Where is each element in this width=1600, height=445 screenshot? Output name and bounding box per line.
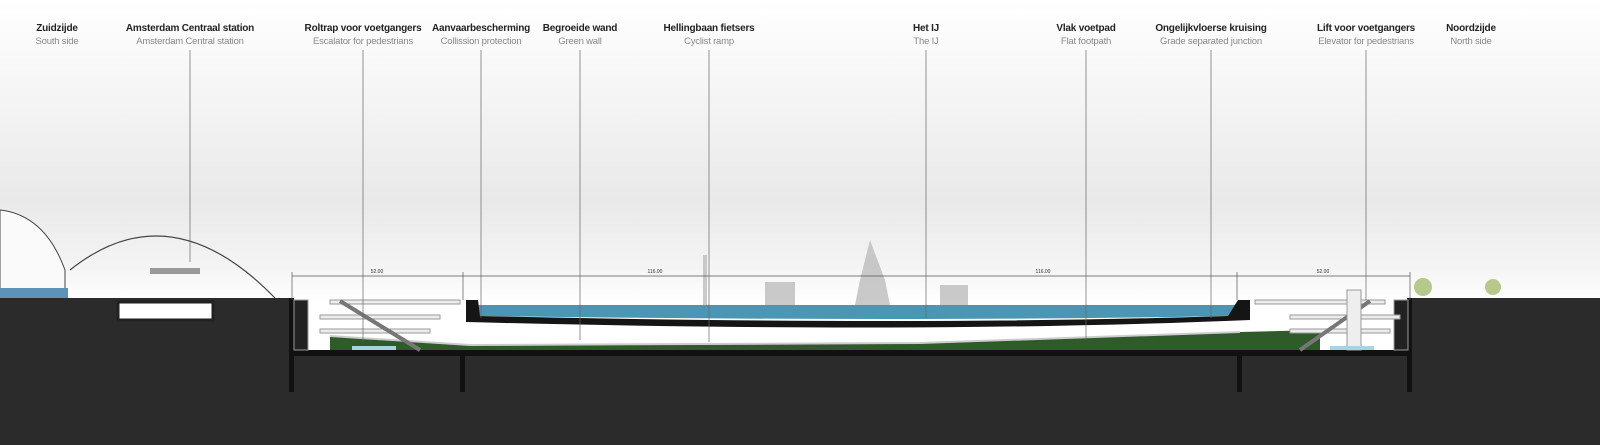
trees — [1414, 278, 1501, 296]
label-dutch: Zuidzijde — [36, 23, 78, 34]
dimension-line — [291, 272, 1411, 300]
dimension-label: 52.00 — [1317, 269, 1330, 275]
dimension-label: 116.00 — [648, 269, 663, 275]
pedestrian-levels-north — [1254, 289, 1409, 352]
label-dutch: Aanvaarbescherming — [431, 23, 531, 34]
label-english: Amsterdam Central station — [136, 36, 244, 47]
label-english: Collission protection — [440, 36, 522, 47]
label-dutch: Lift voor voetgangers — [1316, 23, 1416, 34]
callout-label: Het IJ The IJ — [913, 23, 939, 47]
label-english: Escalator for pedestrians — [312, 36, 414, 47]
label-dutch: Begroeide wand — [542, 23, 618, 34]
pedestrian-levels-south — [293, 299, 461, 352]
label-dutch: Hellingbaan fietsers — [663, 23, 755, 34]
label-dutch: Amsterdam Centraal station — [125, 23, 255, 34]
label-english: The IJ — [913, 36, 939, 47]
elevator-shaft — [1346, 289, 1362, 351]
label-dutch: Ongelijkvloerse kruising — [1155, 23, 1267, 34]
ships — [703, 240, 968, 305]
label-english: Flat footpath — [1060, 36, 1112, 47]
label-english: Elevator for pedestrians — [1318, 36, 1414, 47]
foundation-piles — [289, 350, 1412, 392]
label-dutch: Vlak voetpad — [1056, 23, 1116, 34]
label-english: South side — [35, 36, 79, 47]
label-dutch: Noordzijde — [1446, 23, 1496, 34]
ground-below-tunnel — [292, 356, 1410, 445]
ground-north — [1410, 298, 1600, 445]
label-english: Cyclist ramp — [684, 36, 734, 47]
label-dutch: Roltrap voor voetgangers — [304, 23, 422, 34]
label-dutch: Het IJ — [912, 23, 940, 34]
ground-south — [0, 298, 292, 445]
dimension-label: 116.00 — [1036, 269, 1051, 275]
dimension-label: 52.00 — [371, 269, 384, 275]
label-english: Grade separated junction — [1160, 36, 1262, 47]
green-wall — [330, 330, 1320, 350]
water-het-ij — [478, 305, 1235, 319]
label-english: North side — [1450, 36, 1492, 47]
label-english: Green wall — [558, 36, 602, 47]
